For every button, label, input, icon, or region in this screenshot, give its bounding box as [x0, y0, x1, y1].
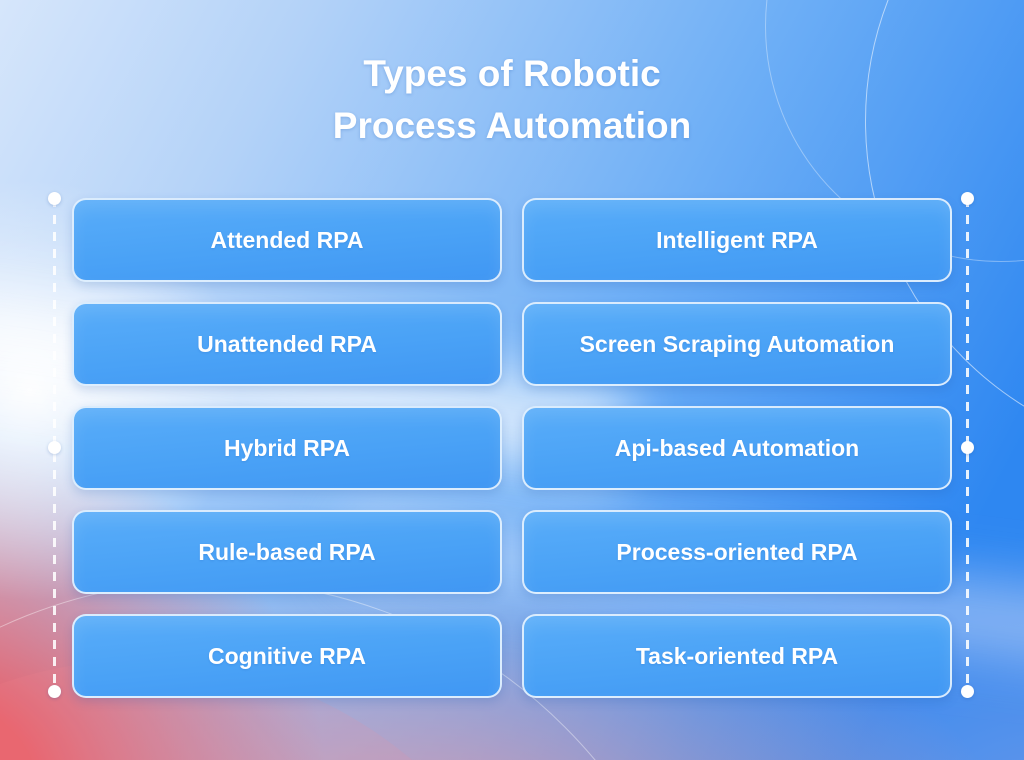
card-rule-based-rpa: Rule-based RPA — [72, 510, 502, 594]
card-unattended-rpa: Unattended RPA — [72, 302, 502, 386]
title-line-1: Types of Robotic — [363, 53, 661, 94]
card-hybrid-rpa: Hybrid RPA — [72, 406, 502, 490]
card-attended-rpa: Attended RPA — [72, 198, 502, 282]
card-label: Rule-based RPA — [198, 538, 376, 565]
infographic-title: Types of Robotic Process Automation — [0, 48, 1024, 152]
connector-dot-left-top — [48, 192, 61, 205]
card-label: Intelligent RPA — [656, 226, 818, 253]
card-process-oriented-rpa: Process-oriented RPA — [522, 510, 952, 594]
connector-dot-left-middle — [48, 441, 61, 454]
card-label: Attended RPA — [210, 226, 364, 253]
card-label: Unattended RPA — [197, 330, 377, 357]
connector-dot-right-middle — [961, 441, 974, 454]
card-label: Cognitive RPA — [207, 642, 367, 669]
card-intelligent-rpa: Intelligent RPA — [522, 198, 952, 282]
card-cognitive-rpa: Cognitive RPA — [72, 614, 502, 698]
card-label: Process-oriented RPA — [616, 538, 858, 565]
card-screen-scraping-automation: Screen Scraping Automation — [522, 302, 952, 386]
card-api-based-automation: Api-based Automation — [522, 406, 952, 490]
card-label: Task-oriented RPA — [635, 642, 839, 669]
connector-dot-right-bottom — [961, 685, 974, 698]
card-task-oriented-rpa: Task-oriented RPA — [522, 614, 952, 698]
connector-dot-right-top — [961, 192, 974, 205]
card-label: Screen Scraping Automation — [579, 330, 895, 357]
card-label: Api-based Automation — [614, 434, 860, 461]
title-line-2: Process Automation — [332, 105, 692, 146]
rpa-types-grid: Attended RPA Intelligent RPA Unattended … — [72, 198, 952, 698]
card-label: Hybrid RPA — [223, 434, 351, 461]
connector-dot-left-bottom — [48, 685, 61, 698]
